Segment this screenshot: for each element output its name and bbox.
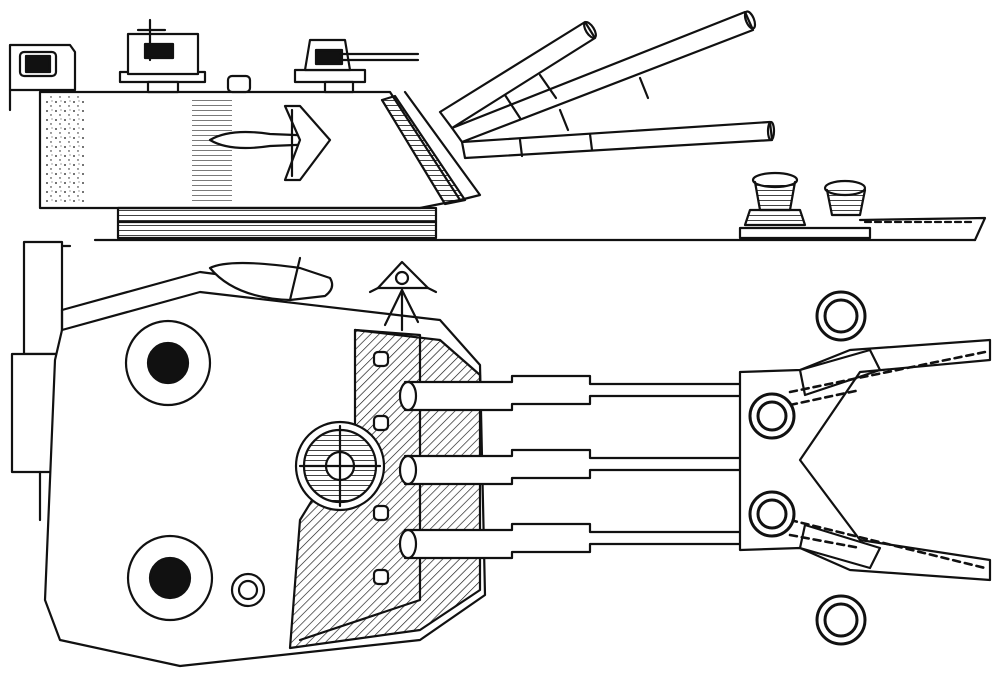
torpedo-icon [208,104,332,182]
plan-torpedo-icon [208,256,334,302]
armor-band-left [45,96,85,204]
deck-opening-2 [126,534,214,622]
compass-rose-icon [294,420,386,512]
side-gun-barrels [438,10,776,160]
rangefinder-icon [8,43,77,112]
armor-ports [372,350,390,586]
sight-icon [118,18,207,94]
roof-gun-mount [293,38,420,94]
top-plan-view [10,240,992,668]
aiming-sight-icon [368,260,438,332]
armor-band-mid [192,96,232,204]
bow-structure [738,338,992,582]
plan-gun-barrels [398,374,772,560]
deck-opening-1 [124,319,212,407]
side-elevation-view [8,10,987,242]
anchor-chain-icon [788,350,987,570]
windlass-icon [738,171,987,242]
hatch-icon [230,572,266,608]
hawse-holes [748,290,867,646]
gun-port-shield [380,94,467,206]
